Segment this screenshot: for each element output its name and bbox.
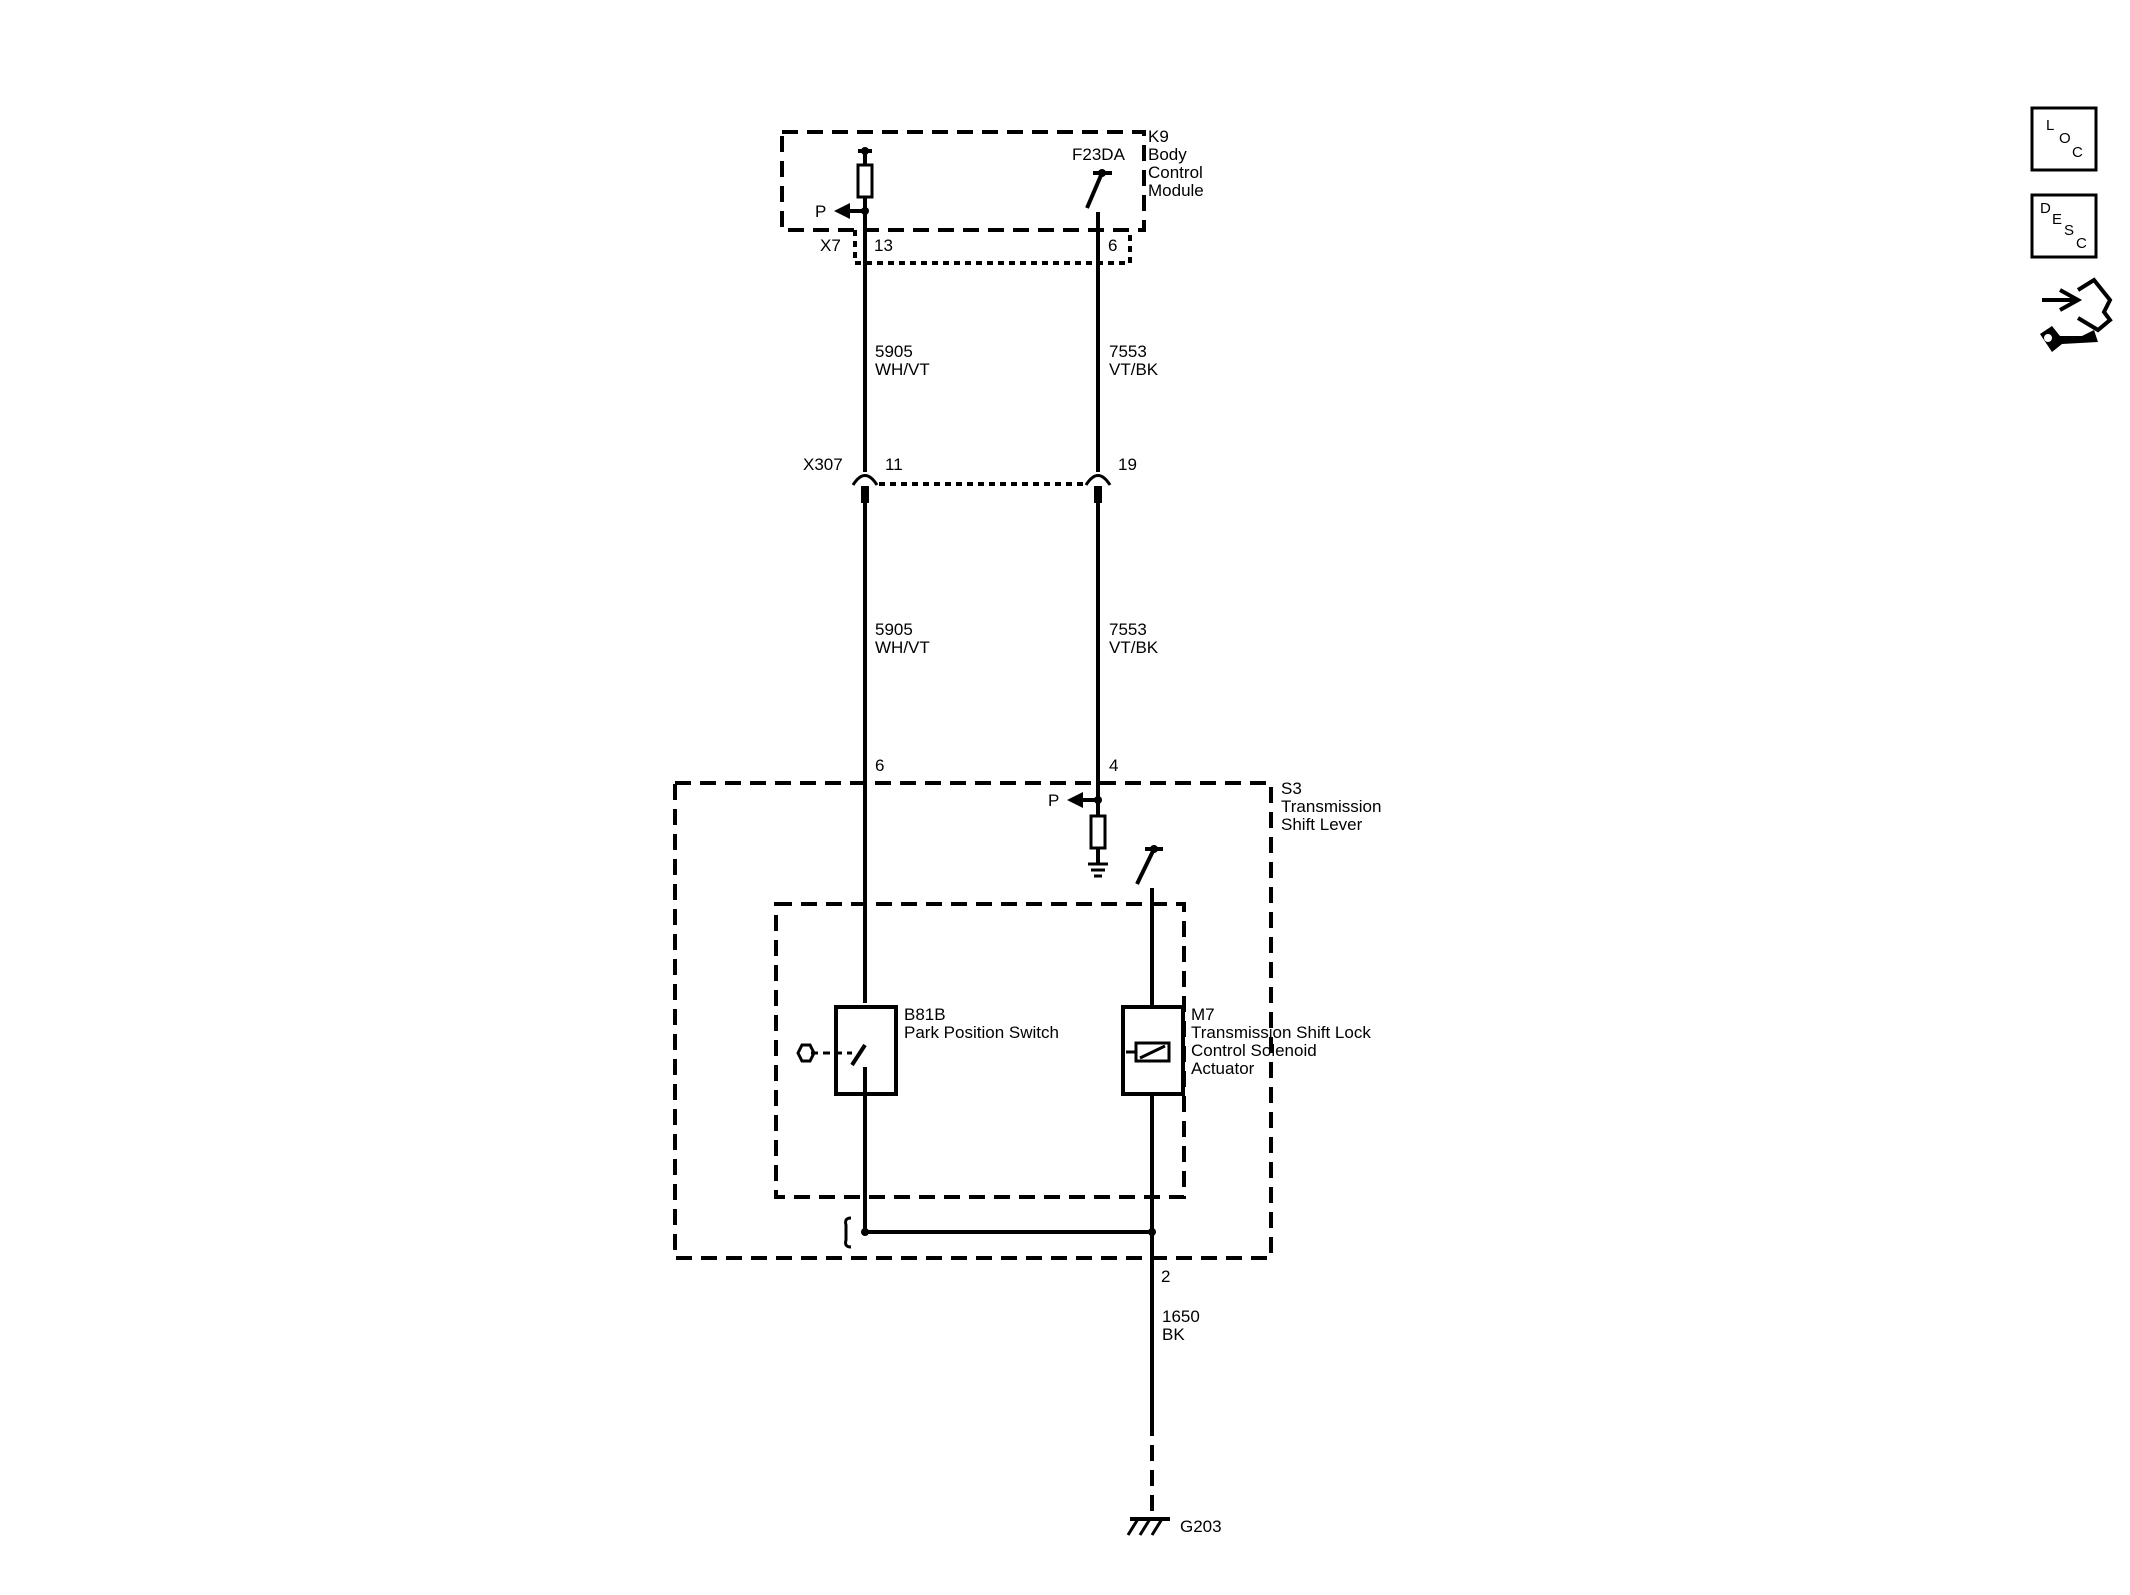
- m7-name-line2: Control Solenoid: [1191, 1041, 1317, 1060]
- connector-wrench-icon[interactable]: [2040, 277, 2113, 352]
- s3-name-line1: Transmission: [1281, 797, 1381, 816]
- x7-pin-6: 6: [1108, 236, 1117, 255]
- s3-outline: [673, 781, 1273, 1260]
- k9-p-label: P: [815, 202, 826, 221]
- s3-p-arrow-icon: [1067, 792, 1083, 808]
- g203-ground[interactable]: G203: [1126, 1517, 1222, 1536]
- svg-text:S: S: [2064, 222, 2074, 239]
- x307-pin-11: 11: [885, 455, 903, 474]
- svg-text:C: C: [2076, 235, 2087, 252]
- x307-inline-connector[interactable]: X307 11 19: [803, 455, 1137, 503]
- x307-ref: X307: [803, 455, 843, 474]
- x7-pin-13: 13: [874, 236, 893, 255]
- m7-ref: M7: [1191, 1005, 1215, 1024]
- svg-text:C: C: [2072, 144, 2083, 161]
- k9-name-line2: Control: [1148, 163, 1203, 182]
- wire-1650-color: BK: [1162, 1325, 1185, 1344]
- s3-bus-splice-icon: [844, 1216, 852, 1249]
- m7-name-line1: Transmission Shift Lock: [1191, 1023, 1371, 1042]
- k9-name-line1: Body: [1148, 145, 1187, 164]
- x307-female-terminal-right: [1084, 474, 1112, 486]
- s3-pin-2: 2: [1161, 1267, 1170, 1286]
- s3-p-label: P: [1048, 791, 1059, 810]
- wire-7553-upper-color: VT/BK: [1109, 360, 1159, 379]
- location-button[interactable]: L O C: [2030, 106, 2098, 172]
- wire-5905-lower-color: WH/VT: [875, 638, 930, 657]
- wire-7553-lower-color: VT/BK: [1109, 638, 1159, 657]
- s3-name-line2: Shift Lever: [1281, 815, 1363, 834]
- x307-male-terminal-left: [861, 486, 869, 503]
- k9-name-line3: Module: [1148, 181, 1204, 200]
- k9-resistor: [856, 163, 874, 199]
- x7-connector-label: X7: [820, 236, 841, 255]
- svg-text:O: O: [2059, 130, 2071, 147]
- x7-connector-outline: [853, 230, 1132, 265]
- k9-p-arrow-icon: [834, 203, 850, 219]
- description-button[interactable]: D E S C: [2030, 193, 2098, 259]
- wire-7553-upper-circuit: 7553: [1109, 342, 1147, 361]
- svg-text:L: L: [2046, 117, 2054, 134]
- wire-1650-circuit: 1650: [1162, 1307, 1200, 1326]
- s3-shift-lock-switch: [1135, 848, 1156, 885]
- k9-body-control-module[interactable]: P K9 Body Control Module F23DA X7 13 6: [780, 127, 1204, 265]
- k9-driver-switch: [1085, 172, 1104, 209]
- wire-5905-upper-circuit: 5905: [875, 342, 913, 361]
- b81b-switch-contact: [850, 1043, 867, 1067]
- x307-female-terminal-left: [851, 474, 879, 486]
- k9-fuse-label: F23DA: [1072, 145, 1126, 164]
- s3-ref: S3: [1281, 779, 1302, 798]
- m7-name-line3: Actuator: [1191, 1059, 1255, 1078]
- x307-male-terminal-right: [1094, 486, 1102, 503]
- b81b-ref: B81B: [904, 1005, 946, 1024]
- s3-resistor: [1089, 814, 1107, 850]
- b81b-actuator-nut-icon: [796, 1043, 816, 1063]
- k9-ref: K9: [1148, 127, 1169, 146]
- s3-pin-6: 6: [875, 756, 884, 775]
- svg-text:D: D: [2040, 200, 2051, 217]
- s3-transmission-shift-lever[interactable]: 6 4 S3 Transmission Shift Lever P B81B P…: [673, 756, 1381, 1286]
- g203-label: G203: [1180, 1517, 1222, 1536]
- s3-pin-4: 4: [1109, 756, 1118, 775]
- svg-text:E: E: [2052, 211, 2062, 228]
- k9-module-outline: [780, 130, 1146, 232]
- b81b-name: Park Position Switch: [904, 1023, 1059, 1042]
- wire-7553-lower-circuit: 7553: [1109, 620, 1147, 639]
- wire-5905-upper-color: WH/VT: [875, 360, 930, 379]
- x307-pin-19: 19: [1118, 455, 1137, 474]
- wire-5905-lower-circuit: 5905: [875, 620, 913, 639]
